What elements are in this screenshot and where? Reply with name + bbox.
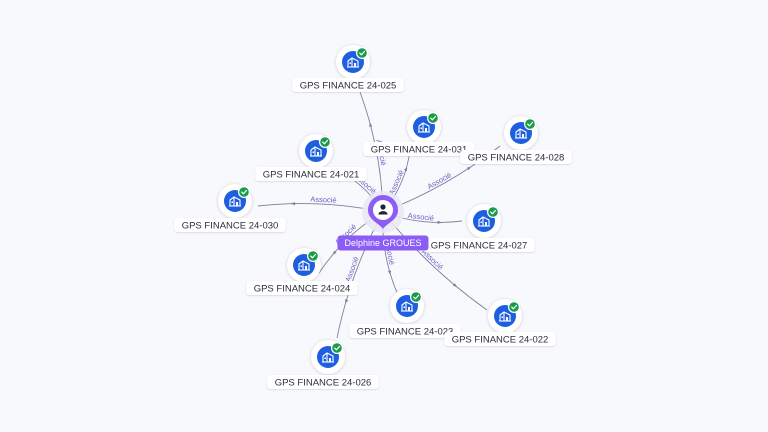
person-pin-inner — [373, 200, 393, 220]
company-node-label: GPS FINANCE 24-023 — [357, 327, 454, 338]
building-icon — [499, 311, 511, 322]
edge-arrow-icon — [290, 202, 296, 206]
check-badge-icon — [319, 136, 331, 148]
company-node-label: GPS FINANCE 24-028 — [468, 153, 565, 164]
company-node-n021[interactable]: GPS FINANCE 24-021 — [255, 134, 367, 181]
person-label-background — [337, 235, 429, 251]
node-label-background — [423, 238, 535, 252]
edge-arrow-icon — [403, 166, 408, 172]
node-label-background — [292, 78, 404, 92]
check-badge-icon — [307, 250, 319, 262]
node-label-background — [255, 167, 367, 181]
building-icon — [515, 128, 527, 139]
person-node-center[interactable]: Delphine GROUES — [337, 191, 429, 251]
person-icon — [378, 204, 388, 215]
check-badge-icon — [508, 301, 520, 313]
node-label-background — [363, 142, 475, 156]
edge-arrow-icon — [466, 166, 472, 171]
company-node-label: GPS FINANCE 24-021 — [263, 170, 360, 181]
company-node-n030[interactable]: GPS FINANCE 24-030 — [174, 184, 286, 232]
node-label-background — [267, 375, 379, 389]
check-badge-icon — [238, 186, 250, 198]
check-badge-icon — [427, 112, 439, 124]
building-icon — [322, 352, 334, 363]
company-node-label: GPS FINANCE 24-026 — [275, 378, 372, 389]
company-node-n022[interactable]: GPS FINANCE 24-022 — [444, 299, 556, 346]
edge-label: Associé — [387, 169, 406, 197]
edge-arrow-icon — [387, 270, 392, 275]
person-label: Delphine GROUES — [344, 238, 421, 248]
edge-label: Associé — [343, 255, 360, 283]
check-badge-icon — [487, 206, 499, 218]
node-label-background — [349, 324, 461, 338]
node-label-background — [444, 332, 556, 346]
center-node-layer: Delphine GROUES — [337, 191, 429, 251]
building-icon — [478, 216, 490, 227]
company-node-n023[interactable]: GPS FINANCE 24-023 — [349, 289, 461, 338]
company-node-n026[interactable]: GPS FINANCE 24-026 — [267, 340, 379, 389]
edge-arrow-icon — [369, 122, 373, 127]
edge-label: Associé — [310, 195, 337, 205]
company-node-n028[interactable]: GPS FINANCE 24-028 — [460, 116, 572, 164]
building-icon — [418, 122, 430, 133]
node-label-background — [460, 150, 572, 164]
company-node-label: GPS FINANCE 24-025 — [300, 81, 397, 92]
company-node-label: GPS FINANCE 24-027 — [431, 241, 528, 252]
building-icon — [401, 301, 413, 312]
company-node-n031[interactable]: GPS FINANCE 24-031 — [363, 110, 475, 156]
node-label-background — [174, 218, 286, 232]
check-badge-icon — [356, 47, 368, 59]
company-node-n025[interactable]: GPS FINANCE 24-025 — [292, 45, 404, 92]
check-badge-icon — [331, 342, 343, 354]
edge-label: Associé — [407, 211, 434, 223]
edge-arrow-icon — [437, 220, 442, 224]
company-node-label: GPS FINANCE 24-024 — [254, 284, 351, 295]
building-icon — [229, 196, 241, 207]
company-node-label: GPS FINANCE 24-031 — [371, 145, 468, 156]
node-label-background — [246, 281, 358, 295]
edge-arrow-icon — [345, 299, 349, 304]
company-node-label: GPS FINANCE 24-022 — [452, 335, 549, 346]
company-node-n024[interactable]: GPS FINANCE 24-024 — [246, 248, 358, 295]
building-icon — [310, 146, 322, 157]
edge-arrow-icon — [452, 283, 457, 288]
company-node-n027[interactable]: GPS FINANCE 24-027 — [423, 204, 535, 252]
company-node-label: GPS FINANCE 24-030 — [182, 221, 279, 232]
building-icon — [347, 57, 359, 68]
edge-arrow-icon — [332, 250, 337, 255]
check-badge-icon — [410, 291, 422, 303]
building-icon — [298, 260, 310, 271]
check-badge-icon — [524, 118, 536, 130]
